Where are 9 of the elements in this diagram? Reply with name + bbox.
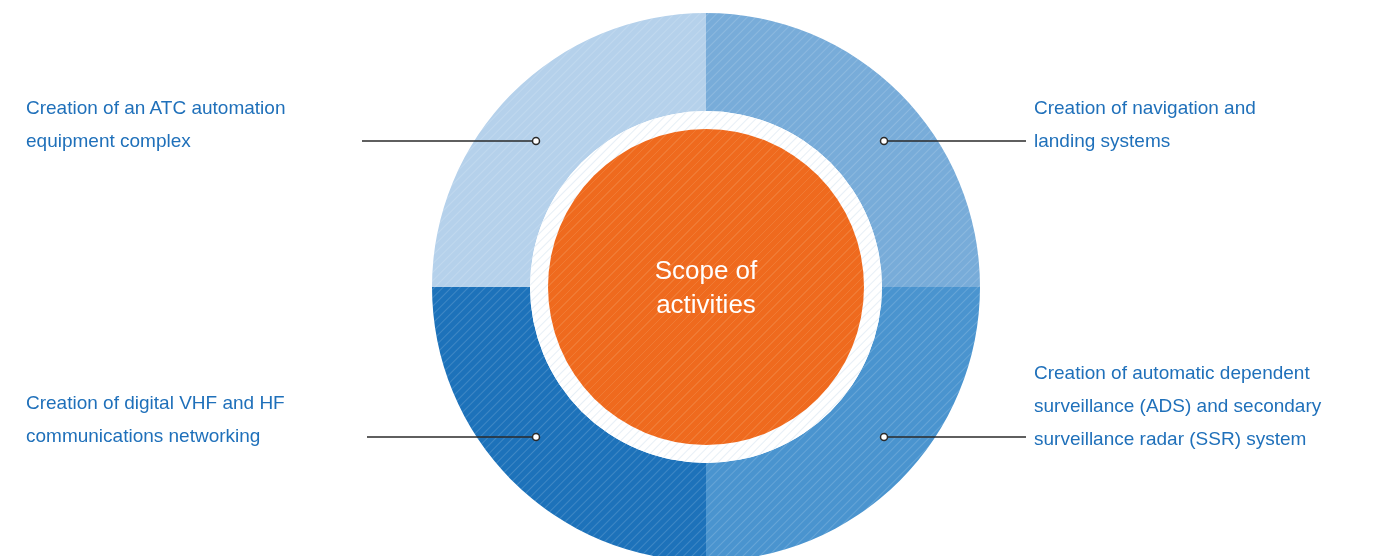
segment-label: Creation of automatic dependent surveillance (ADS) and secondary surveillance radar (SSR) system (1034, 356, 1374, 455)
segment-label: Creation of digital VHF and HF communications networking (26, 386, 361, 452)
center-title: Scope of activities (653, 254, 759, 321)
leader-line (361, 136, 541, 146)
leader-line (879, 432, 1027, 442)
leader-line (879, 136, 1027, 146)
segment-label: Creation of navigation and landing systems (1034, 91, 1269, 157)
segment-label: Creation of an ATC automation equipment complex (26, 91, 356, 157)
leader-line (366, 432, 541, 442)
